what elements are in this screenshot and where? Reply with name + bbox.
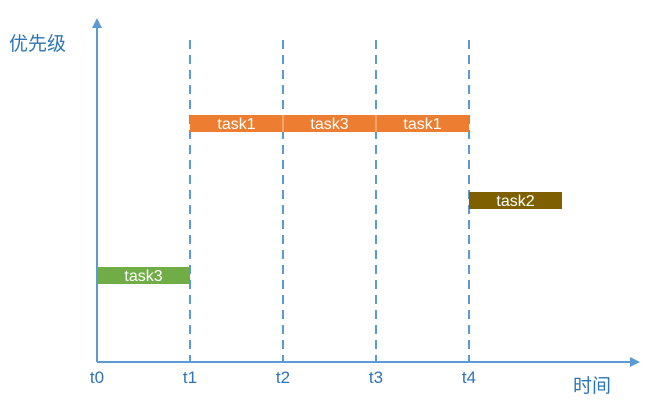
task-bar <box>283 115 376 132</box>
task-bar-label: task2 <box>496 193 534 210</box>
time-tick-label: t1 <box>183 368 197 387</box>
task-bar <box>376 115 469 132</box>
task-bar-label: task1 <box>403 116 441 133</box>
task-bar <box>190 115 283 132</box>
task-bar-label: task1 <box>217 116 255 133</box>
x-axis-label: 时间 <box>573 375 611 397</box>
task-bar-label: task3 <box>310 116 348 133</box>
task-bar-label: task3 <box>124 268 162 285</box>
time-tick-label: t3 <box>369 368 383 387</box>
y-axis-label: 优先级 <box>9 33 66 55</box>
task-bar <box>97 267 190 284</box>
time-tick-label: t0 <box>90 368 104 387</box>
task-bars: task3 task1 task3 task1 task2 <box>97 115 562 285</box>
time-gridlines <box>189 40 470 362</box>
time-tick-labels: t0 t1 t2 t3 t4 <box>90 368 476 387</box>
time-tick-label: t2 <box>276 368 290 387</box>
time-tick-label: t4 <box>462 368 476 387</box>
task-bar <box>469 192 562 209</box>
